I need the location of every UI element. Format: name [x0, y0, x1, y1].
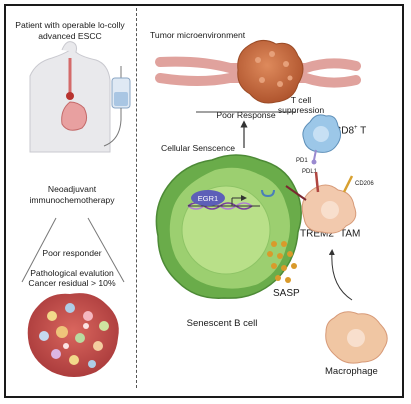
gene-item: CD83 [200, 218, 220, 228]
pathology-label-line1: Pathological evalution [30, 268, 114, 278]
cd8-t-label: CD8+ T [334, 125, 367, 137]
gene-item: TGFB1 [200, 228, 225, 237]
treatment-label-line2: immunochemotherapy [29, 195, 115, 205]
t-cell-suppression-line1: T cell [290, 95, 312, 105]
poor-response-label: Poor Response [216, 110, 276, 120]
gene-item: CDKN1A [200, 209, 231, 218]
macrophage-label: Macrophage [325, 366, 378, 377]
tme-label: Tumor microenvironment [150, 30, 246, 40]
treatment-label-line1: Neoadjuvant [47, 184, 97, 194]
cellular-senescence-label: Cellular Senscence [161, 143, 236, 153]
gene-item: IL6 [200, 247, 211, 256]
trem2-tam-label: TREM2+ TAM [300, 228, 361, 240]
cd206-label: CD206 [355, 181, 374, 187]
panel-divider [136, 8, 137, 388]
pd1-label: PD1 [296, 158, 308, 164]
trem2-receptor-label: TREM2 [258, 178, 279, 184]
pdl1-label: PDL1 [302, 169, 318, 175]
patient-label: Patient with operable lo-colly advanced … [15, 20, 125, 41]
senescent-b-cell-label: Senescent B cell [186, 318, 258, 329]
arg1-label: ARG1 [326, 202, 344, 209]
poor-responder-label: Poor responder [42, 248, 102, 258]
gene-item: TNF [200, 237, 215, 247]
gene-list: CDKN1A CD83 TGFB1 TNF IL6 [200, 209, 230, 257]
pathology-label-line2: Cancer residual > 10% [28, 278, 116, 288]
sasp-label: SASP [273, 288, 300, 299]
t-cell-suppression-line2: suppression [277, 105, 325, 115]
